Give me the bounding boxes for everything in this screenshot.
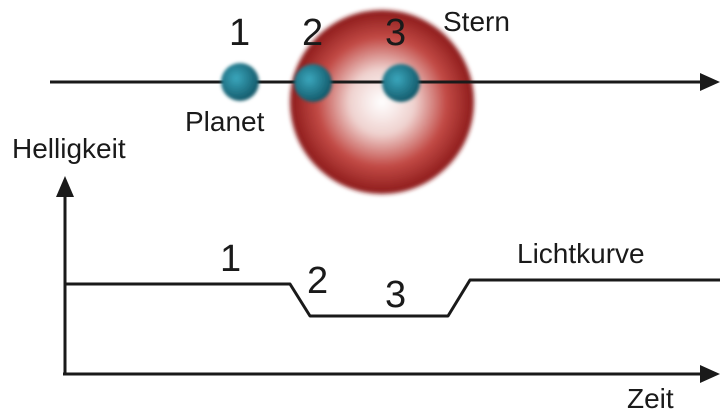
curve-label: Lichtkurve bbox=[517, 238, 645, 269]
phase-label-3: 3 bbox=[385, 274, 407, 316]
phase-label-1: 1 bbox=[220, 238, 242, 280]
planet-label: Planet bbox=[185, 106, 265, 137]
position-label-2: 2 bbox=[302, 12, 324, 54]
time-axis-label: Zeit bbox=[627, 383, 674, 414]
position-label-1: 1 bbox=[229, 12, 251, 54]
brightness-axis-arrowhead bbox=[56, 176, 74, 197]
phase-label-2: 2 bbox=[307, 260, 329, 302]
planet-path-arrowhead bbox=[700, 73, 720, 91]
star-label: Stern bbox=[443, 6, 510, 37]
position-label-3: 3 bbox=[385, 12, 407, 54]
planet-position-1 bbox=[221, 63, 259, 101]
star bbox=[290, 10, 474, 194]
light-curve bbox=[65, 278, 720, 318]
brightness-axis-label: Helligkeit bbox=[12, 133, 126, 164]
time-axis-arrowhead bbox=[700, 365, 720, 383]
planet-position-2 bbox=[294, 64, 332, 102]
planet-position-3 bbox=[382, 64, 420, 102]
